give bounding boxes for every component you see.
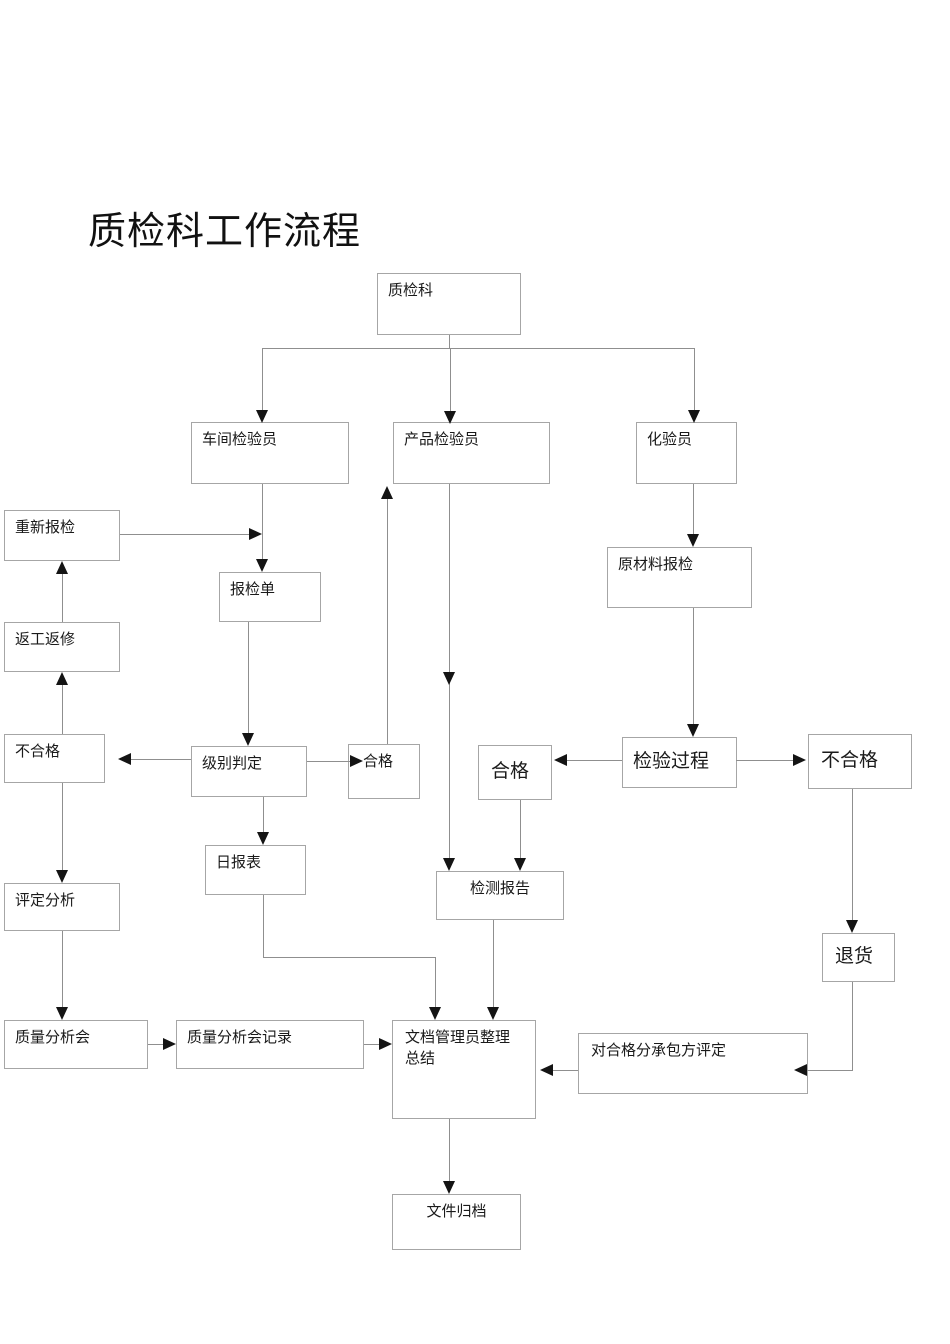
edge-rework-reinspection-line [62,574,63,622]
node-product-inspector: 产品检验员 [393,422,550,484]
edge-dept-workshop-line [262,348,263,411]
edge-dept-workshop-arrow-icon [256,410,268,423]
edge-unqualified-return-arrow-icon [846,920,858,933]
edge-qualified-product-arrow-icon [381,486,393,499]
edge-assessment-meeting-arrow-icon [56,1007,68,1020]
edge-dept-lab-line [694,348,695,411]
node-inspection-form: 报检单 [219,572,321,622]
node-rework-repair: 返工返修 [4,622,120,672]
edge-grade-qualified-line [307,761,351,762]
edge-reinspection-form-arrow-icon [249,528,262,540]
edge-grade-unqualified-line [130,759,191,760]
node-lab-technician: 化验员 [636,422,737,484]
node-unqualified-left: 不合格 [4,734,105,783]
node-quality-meeting: 质量分析会 [4,1020,148,1069]
edge-form-grade-line [248,622,249,733]
edge-meeting-record-arrow-icon [163,1038,176,1050]
edge-rework-reinspection-arrow-icon [56,561,68,574]
edge-meeting-record-line [148,1044,163,1045]
edge-reinspection-form-line [120,534,250,535]
edge-daily-docmgr-arrow-icon [429,1007,441,1020]
edge-grade-qualified-arrow-icon [350,755,363,767]
node-inspection-process: 检验过程 [622,737,737,788]
edge-product-report-arrow-icon [443,858,455,871]
edge-dept-lab-arrow-icon [688,410,700,423]
edge-daily-docmgr-line-2 [263,957,436,958]
node-unqualified-right: 不合格 [808,734,912,789]
edge-return-subcon-line-1 [852,982,853,1071]
node-reinspection: 重新报检 [4,510,120,561]
edge-lab-raw-arrow-icon [687,534,699,547]
edge-raw-process-line [693,608,694,724]
node-qualified-large: 合格 [478,745,552,800]
edge-process-qualified-arrow-icon [554,754,567,766]
edge-qualified-report-line [520,800,521,858]
edge-qualified-report-arrow-icon [514,858,526,871]
edge-docmgr-archive-arrow-icon [443,1181,455,1194]
edge-record-docmgr-line [364,1044,379,1045]
edge-grade-daily-arrow-icon [257,832,269,845]
edge-subcon-docmgr-line [553,1070,578,1071]
node-qualified-small: 合格 [348,744,420,799]
node-document-manager-summary: 文档管理员整理总结 [392,1020,536,1119]
node-test-report: 检测报告 [436,871,564,920]
edge-unqualified-assessment-line [62,783,63,870]
edge-process-qualified-line [566,760,622,761]
edge-grade-unqualified-arrow-icon [118,753,131,765]
edge-process-unqualified-arrow-icon [793,754,806,766]
edge-unqualified-assessment-arrow-icon [56,870,68,883]
node-quality-dept: 质检科 [377,273,521,335]
edge-product-report-line [449,484,450,858]
edge-return-subcon-line-2 [807,1070,852,1071]
node-grade-judgment: 级别判定 [191,746,307,797]
node-workshop-inspector: 车间检验员 [191,422,349,484]
edge-unqualified-return-line [852,789,853,920]
edge-daily-docmgr-line-3 [435,957,436,1007]
node-raw-material-inspection: 原材料报检 [607,547,752,608]
node-daily-report: 日报表 [205,845,306,895]
edge-dept-branch-line [262,348,695,349]
edge-report-docmgr-line [493,920,494,1007]
node-quality-meeting-record: 质量分析会记录 [176,1020,364,1069]
edge-form-grade-arrow-icon [242,733,254,746]
edge-unqualified-rework-line [62,685,63,734]
edge-report-docmgr-arrow-icon [487,1007,499,1020]
edge-subcon-docmgr-arrow-icon [540,1064,553,1076]
edge-qualified-product-line [387,499,388,744]
node-return-goods: 退货 [822,933,895,982]
edge-workshop-form-arrow-icon [256,559,268,572]
node-file-archive: 文件归档 [392,1194,521,1250]
node-assessment-analysis: 评定分析 [4,883,120,931]
edge-record-docmgr-arrow-icon [379,1038,392,1050]
node-subcontractor-evaluation: 对合格分承包方评定 [578,1033,808,1094]
edge-unqualified-rework-arrow-icon [56,672,68,685]
edge-grade-daily-line [263,797,264,832]
edge-workshop-form-line [262,484,263,559]
edge-daily-docmgr-line-1 [263,895,264,957]
edge-dept-product-arrow-icon [444,411,456,424]
page-title: 质检科工作流程 [88,211,362,253]
edge-raw-process-arrow-icon [687,724,699,737]
edge-process-unqualified-line [736,760,793,761]
edge-assessment-meeting-line [62,931,63,1007]
edge-lab-raw-line [693,484,694,534]
edge-return-subcon-arrow-icon [794,1064,807,1076]
edge-dept-product-line [450,348,451,411]
edge-dept-stem-line [449,335,450,348]
edge-product-report-mid-arrow-icon [443,672,455,685]
edge-docmgr-archive-line [449,1119,450,1181]
